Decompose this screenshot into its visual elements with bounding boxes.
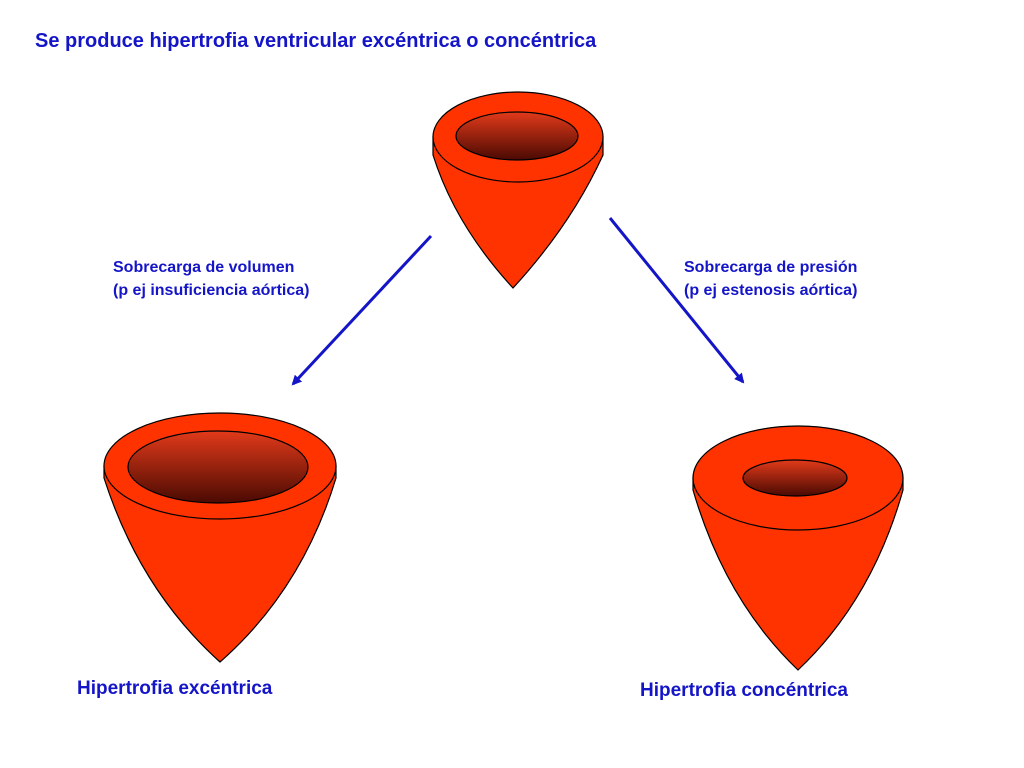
volume-overload-note: Sobrecarga de volumen (p ej insuficienci… — [113, 256, 310, 302]
volume-overload-example: (p ej insuficiencia aórtica) — [113, 282, 310, 299]
pressure-overload-note: Sobrecarga de presión (p ej estenosis aó… — [684, 256, 857, 302]
eccentric-ventricle-icon — [103, 412, 337, 663]
arrow-right — [608, 217, 745, 384]
volume-overload-label: Sobrecarga de volumen — [113, 259, 295, 276]
concentric-ventricle-icon — [692, 425, 904, 671]
pressure-overload-example: (p ej estenosis aórtica) — [684, 282, 858, 299]
concentric-caption: Hipertrofia concéntrica — [640, 680, 848, 701]
normal-ventricle-icon — [432, 91, 604, 289]
diagram-title: Se produce hipertrofia ventricular excén… — [35, 30, 597, 52]
pressure-overload-label: Sobrecarga de presión — [684, 259, 858, 276]
eccentric-caption: Hipertrofia excéntrica — [77, 678, 273, 699]
arrow-left — [291, 234, 433, 386]
